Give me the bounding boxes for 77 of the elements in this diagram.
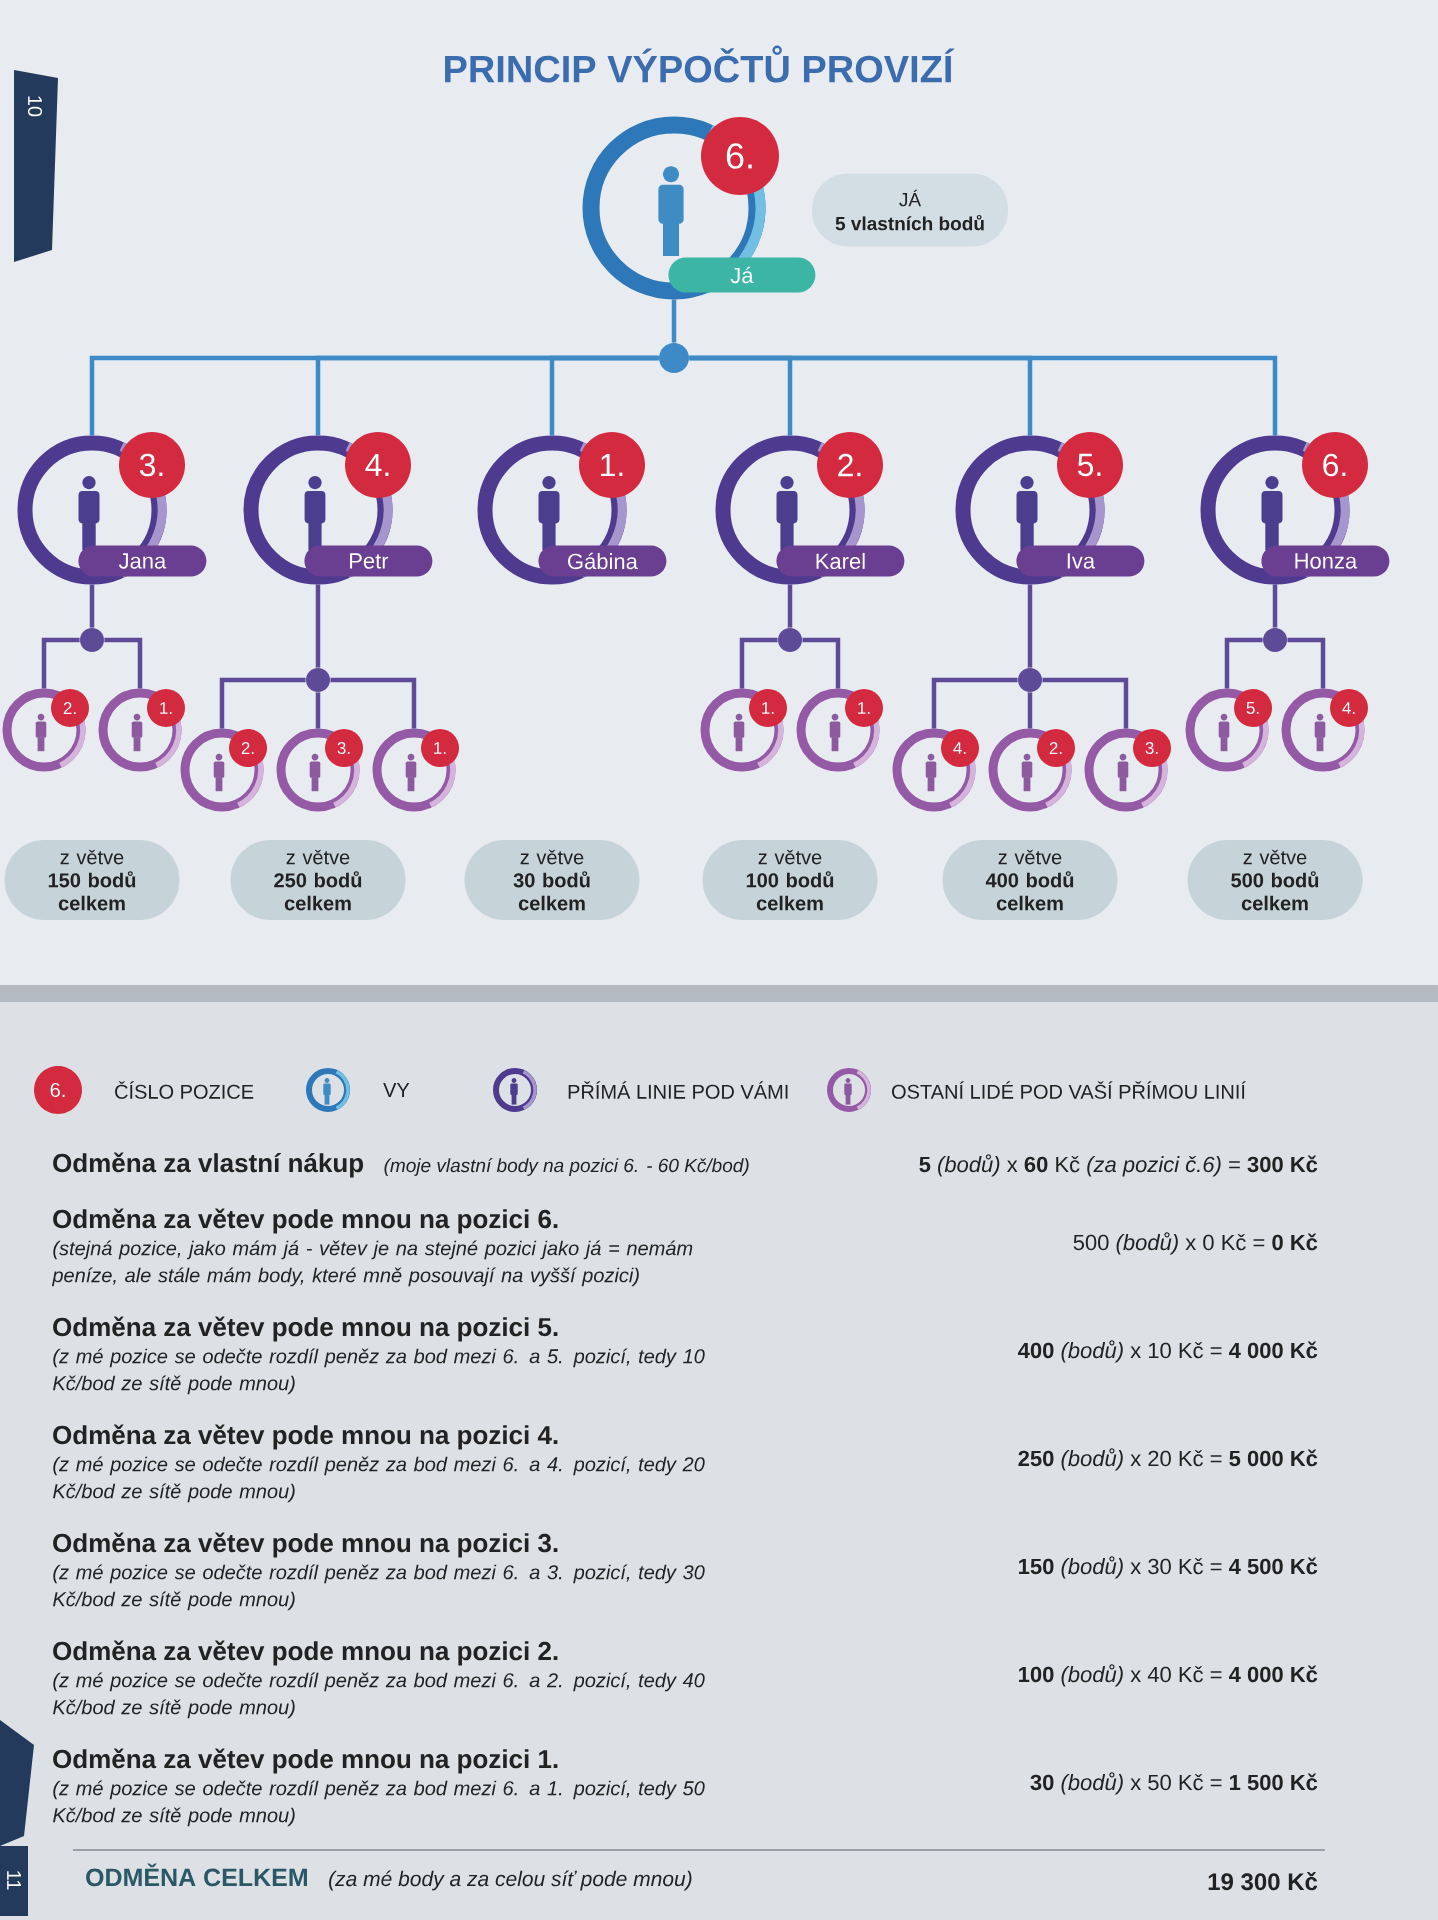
formula-text: 500 (bodů) x 0 Kč = 0 Kč <box>1073 1232 1318 1255</box>
position-badge: 3. <box>325 729 363 767</box>
legend-label: VY <box>383 1083 410 1097</box>
connector-line <box>104 637 143 689</box>
side-tab: 10 <box>14 70 58 262</box>
title: PRINCIP VÝPOČTŮ PROVIZÍ <box>445 45 955 83</box>
formula-text: 150 (bodů) x 30 Kč = 4 500 Kč <box>1019 1556 1318 1579</box>
position-badge: 5. <box>1057 432 1123 498</box>
position-badge: 5. <box>1234 689 1272 727</box>
connector-line <box>739 637 778 689</box>
position-badge: 1. <box>147 689 185 727</box>
junction-dot <box>1018 668 1042 692</box>
junction-dot <box>659 343 689 373</box>
row-heading: Odměna za vlastní nákup <box>53 1152 364 1178</box>
row-heading: Odměna za větev pode mnou na pozici 4. <box>53 1424 558 1450</box>
legend-label: PŘÍMÁ LINIE POD VÁMI <box>568 1081 788 1099</box>
row-heading: Odměna za větev pode mnou na pozici 2. <box>53 1640 558 1666</box>
position-badge: 3. <box>119 432 185 498</box>
connector-line <box>89 584 95 628</box>
total-amount: 19 300 Kč <box>1208 1872 1318 1891</box>
connector-line <box>802 637 841 689</box>
note-text: (z mé pozice se odečte rozdíl peněz za bod mezi 6. a 2. pozicí, tedy 40 Kč/bod ze sítě pode mnou) <box>53 1672 705 1719</box>
position-badge: 2. <box>1037 729 1075 767</box>
note-text: (z mé pozice se odečte rozdíl peněz za bod mezi 6. a 5. pozicí, tedy 10 Kč/bod ze sítě pode mnou) <box>53 1348 705 1395</box>
connector-line <box>1272 584 1278 628</box>
connector-line <box>41 637 80 689</box>
formula-text: 400 (bodů) x 10 Kč = 4 000 Kč <box>1018 1340 1318 1363</box>
row-heading: Odměna za větev pode mnou na pozici 1. <box>53 1748 558 1774</box>
position-badge: 1. <box>421 729 459 767</box>
position-badge: 1. <box>845 689 883 727</box>
connector-line <box>549 355 659 436</box>
position-badge: 6. <box>1302 432 1368 498</box>
position-badge: 2. <box>817 432 883 498</box>
legend-label: ČÍSLO POZICE <box>115 1081 254 1099</box>
note-text: (z mé pozice se odečte rozdíl peněz za bod mezi 6. a 1. pozicí, tedy 50 Kč/bod ze sítě pode mnou) <box>53 1780 705 1827</box>
position-badge: 6. <box>701 117 779 195</box>
position-badge: 2. <box>229 729 267 767</box>
side-tab: 11 <box>0 1720 34 1916</box>
connector-line <box>315 692 321 729</box>
note-text: (z mé pozice se odečte rozdíl peněz za bod mezi 6. a 3. pozicí, tedy 30 Kč/bod ze sítě pode mnou) <box>53 1564 705 1611</box>
formula-text: 5 (bodů) x 60 Kč (za pozici č.6) = 300 Kč <box>919 1154 1318 1177</box>
note-text: (moje vlastní body na pozici 6. - 60 Kč/bod) <box>384 1158 749 1176</box>
connector-line <box>671 299 677 343</box>
junction-dot <box>1263 628 1287 652</box>
position-badge: 3. <box>1133 729 1171 767</box>
formula-text: 30 (bodů) x 50 Kč = 1 500 Kč <box>1030 1772 1318 1795</box>
note-text: (stejná pozice, jako mám já - větev je na stejné pozici jako já = nemám peníze, ale stále mám body, které mně posouvají na vyšší pozici) <box>51 1240 693 1287</box>
note-text: (za mé body a za celou síť pode mnou) <box>329 1870 692 1891</box>
junction-dot <box>306 668 330 692</box>
row-heading: Odměna za větev pode mnou na pozici 6. <box>53 1208 558 1234</box>
row-heading: Odměna za větev pode mnou na pozici 3. <box>53 1532 558 1558</box>
position-badge: 1. <box>579 432 645 498</box>
position-badge: 4. <box>1330 689 1368 727</box>
connector-line <box>315 584 321 668</box>
connector-line <box>1027 584 1033 668</box>
junction-dot <box>778 628 802 652</box>
connector-line <box>1287 637 1326 689</box>
connector-line <box>330 677 417 729</box>
total-heading: ODMĚNA CELKEM <box>86 1863 307 1887</box>
position-badge: 4. <box>941 729 979 767</box>
position-badge: 6. <box>34 1066 82 1114</box>
connector-line <box>787 584 793 628</box>
legend-label: OSTANÍ LIDÉ POD VAŠÍ PŘÍMOU LINIÍ <box>892 1081 1246 1099</box>
formula-text: 250 (bodů) x 20 Kč = 5 000 Kč <box>1018 1448 1318 1471</box>
connector-line <box>219 677 306 729</box>
position-badge: 2. <box>51 689 89 727</box>
connector-line <box>931 677 1018 729</box>
connector-line <box>689 355 1278 436</box>
junction-dot <box>80 628 104 652</box>
connector-line <box>1224 637 1263 689</box>
connector-line <box>1027 692 1033 729</box>
note-text: (z mé pozice se odečte rozdíl peněz za bod mezi 6. a 4. pozicí, tedy 20 Kč/bod ze sítě pode mnou) <box>53 1456 705 1503</box>
row-heading: Odměna za větev pode mnou na pozici 5. <box>53 1316 558 1342</box>
position-badge: 1. <box>749 689 787 727</box>
formula-text: 100 (bodů) x 40 Kč = 4 000 Kč <box>1019 1664 1318 1687</box>
connector-line <box>1042 677 1129 729</box>
position-badge: 4. <box>345 432 411 498</box>
